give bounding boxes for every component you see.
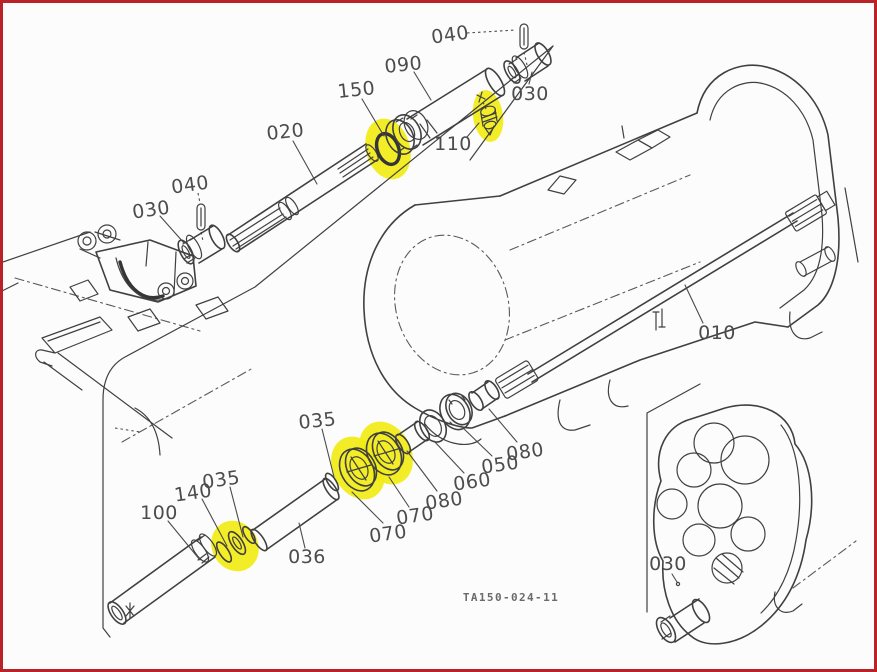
upper-shaft-assembly [177,23,552,265]
part-label-150: 150 [336,77,376,103]
bracket-foot-pad [69,279,99,302]
bearing-cluster-090 [385,110,429,155]
part-label-080-near: 080 [424,488,464,515]
part-label-020: 020 [265,119,305,145]
bracket-foot-pad [127,308,161,332]
highlight-o-ring-150 [365,118,411,180]
mounting-bracket [69,224,229,332]
part-label-070-right: 070 [395,503,435,530]
part-label-080-far: 080 [505,439,545,466]
part-label-140: 140 [173,480,213,507]
rings-140-035 [215,525,256,563]
part-label-100: 100 [140,502,178,524]
inset-splined-stub [711,552,744,585]
part-label-030-top: 030 [511,83,549,105]
figure-code: TA150-024-11 [463,591,559,604]
part-label-040-left: 040 [170,172,210,199]
ring-035-upper [324,472,340,492]
part-label-050: 050 [480,452,520,479]
coupler-030-inset [655,581,711,644]
bracket-foot-pad [195,296,229,320]
part-label-030-left: 030 [131,197,171,224]
part-label-040-top: 040 [430,22,470,49]
background-chassis [0,231,201,456]
part-label-035-upper: 035 [297,408,337,434]
inset-panel-edge [646,383,701,613]
leader-lines [159,29,704,583]
pin-040-top [519,23,529,50]
bearing-050 [439,392,473,431]
part-label-035-lower: 035 [201,467,241,494]
part-label-110: 110 [434,133,472,155]
shaft-020 [225,143,379,253]
inset-gearcase [646,383,857,645]
part-label-090: 090 [383,52,423,78]
coupler-030-top [503,42,552,84]
part-label-030-inset: 030 [649,553,687,575]
breather-valve-110 [476,91,498,136]
transmission-housing [363,64,859,446]
part-label-010: 010 [698,322,736,344]
tube-090 [406,67,506,146]
part-label-036: 036 [288,546,326,568]
panel-outline-main [102,45,554,638]
o-ring-150 [374,131,402,167]
shaft-010 [495,190,836,399]
collar-080-far [468,379,500,412]
part-label-060: 060 [452,469,492,496]
lower-shaft-assembly [107,379,500,625]
tube-100 [107,533,218,625]
pin-040-left [196,203,206,231]
part-labels: 040 090 030 150 020 110 040 030 010 035 … [131,22,736,575]
part-label-070-left: 070 [368,521,408,548]
tube-036 [250,477,340,552]
